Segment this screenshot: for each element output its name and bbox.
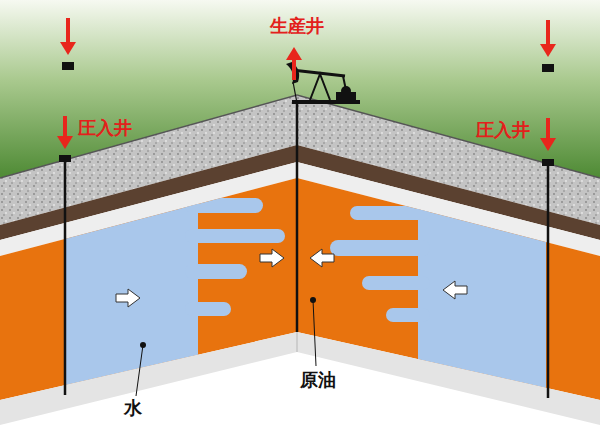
- well-label: 生産井: [270, 16, 324, 37]
- pump-motor: [336, 92, 356, 100]
- water-finger: [185, 264, 247, 279]
- water-finger: [362, 276, 430, 290]
- injection-well: [547, 164, 550, 398]
- fluid-label: 水: [124, 398, 142, 419]
- outflow-arrow: [286, 47, 302, 60]
- water-finger: [185, 302, 231, 316]
- surface-edge: [0, 95, 600, 178]
- pump-rod: [293, 82, 297, 103]
- inflow-arrow: [57, 136, 73, 149]
- push-arrow: [116, 289, 140, 307]
- production-well: [296, 103, 299, 332]
- well-label: 圧入井: [78, 118, 132, 139]
- inflow-arrow: [546, 20, 550, 46]
- well-label: 圧入井: [476, 120, 530, 141]
- flow-arrows: [57, 18, 556, 151]
- leaders: [136, 297, 316, 396]
- leader-line: [136, 345, 143, 396]
- wells: [65, 103, 548, 398]
- leader-line: [313, 300, 316, 366]
- section-seam: [297, 95, 298, 352]
- inflow-arrow: [60, 42, 76, 55]
- inflow-arrow: [540, 44, 556, 57]
- fluid-label: 原油: [300, 370, 336, 391]
- water-finger: [386, 308, 430, 322]
- inflow-arrow: [63, 116, 67, 138]
- push-arrow: [310, 249, 334, 267]
- water-finger: [330, 240, 430, 256]
- push-arrow: [443, 281, 467, 299]
- inflow-arrow: [546, 118, 550, 140]
- water-finger: [185, 198, 263, 213]
- well-head: [542, 64, 554, 72]
- pump-frame: [310, 74, 330, 100]
- leader-dot: [140, 342, 146, 348]
- leader-dot: [310, 297, 316, 303]
- water-finger: [185, 229, 285, 243]
- pump-base: [292, 100, 360, 104]
- pump-beam: [292, 70, 345, 76]
- inflow-arrow: [66, 18, 70, 44]
- well-head: [59, 155, 71, 162]
- inflow-arrow: [540, 138, 556, 151]
- push-arrows: [116, 249, 467, 307]
- water-finger: [350, 206, 430, 220]
- push-arrow: [260, 249, 284, 267]
- base-layer: [0, 332, 600, 425]
- pumpjack: [286, 62, 360, 104]
- outflow-arrow: [292, 58, 296, 80]
- injection-well: [64, 160, 67, 395]
- well-head: [542, 159, 554, 166]
- well-head: [62, 62, 74, 70]
